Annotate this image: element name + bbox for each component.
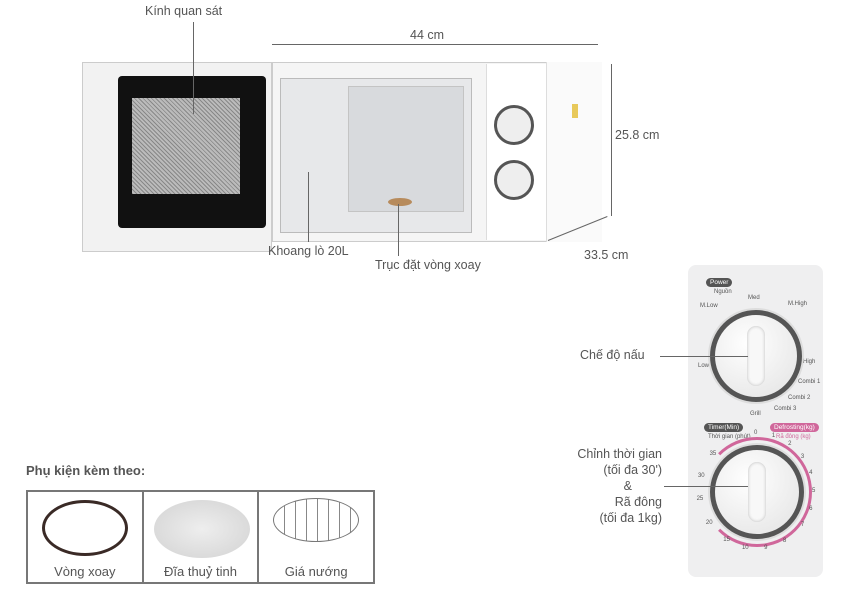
accessory-glass-plate: Đĩa thuỷ tinh (144, 492, 260, 582)
timer-tick-label: 0 (754, 430, 758, 436)
label-grill: Grill (750, 411, 761, 417)
control-panel-closeup: Power Nguồn M.Low Med M.High Low High Co… (688, 265, 823, 577)
label-low: Low (698, 363, 710, 369)
accessory-turntable-ring: Vòng xoay (28, 492, 144, 582)
timer-tick-label: 5 (812, 488, 816, 494)
timer-tick-label: 20 (705, 520, 713, 527)
timer-badge: Timer(Min) (704, 423, 744, 432)
timer-label-line4: Rã đông (614, 495, 662, 509)
timer-label-line3: & (623, 479, 632, 493)
timer-dial[interactable] (710, 445, 804, 539)
microwave-side (546, 62, 602, 242)
timer-pointer (664, 486, 748, 487)
accessories-table: Vòng xoay Đĩa thuỷ tinh Giá nướng (26, 490, 375, 584)
timer-tick-label: 4 (809, 470, 813, 477)
accessories-title: Phụ kiện kèm theo: (26, 463, 146, 478)
timer-tick-label: 1 (771, 432, 776, 439)
axis-pointer (398, 204, 399, 256)
mode-label: Chế độ nấu (580, 348, 645, 362)
cavity-pointer (308, 172, 309, 242)
timer-tick-label: 25 (696, 496, 704, 503)
timer-tick-label: 35 (709, 450, 717, 457)
timer-tick-label: 30 (697, 472, 705, 479)
cavity-label: Khoang lò 20L (268, 244, 349, 258)
label-combi1: Combi 1 (798, 379, 821, 385)
accessory-label: Đĩa thuỷ tinh (164, 564, 237, 579)
label-m-high: M.High (788, 301, 808, 307)
cavity-back-wall (348, 86, 464, 212)
power-badge: Power (706, 278, 733, 287)
rack-image (273, 498, 360, 542)
depth-label: 33.5 cm (584, 248, 629, 262)
timer-sub: Thời gian (phút) (708, 434, 751, 440)
timer-tick-label: 8 (783, 538, 787, 545)
timer-tick-label: 9 (764, 545, 768, 552)
width-dimension-line (272, 44, 598, 45)
plate-image (153, 500, 250, 558)
glass-pointer (193, 22, 194, 114)
timer-label-line5: (tối đa 1kg) (599, 511, 662, 525)
timer-label-line2: (tối đa 30') (603, 463, 662, 477)
label-high: High (803, 359, 816, 365)
defrost-sub: Rã đông (kg) (776, 434, 811, 440)
label-combi3: Combi 3 (774, 406, 797, 412)
timer-tick-label: 2 (788, 441, 792, 448)
label-combi2: Combi 2 (788, 395, 811, 401)
timer-knob (494, 160, 534, 200)
defrost-arc (702, 437, 812, 547)
accessory-label: Vòng xoay (54, 564, 116, 579)
label-med: Med (748, 295, 760, 301)
ring-image (42, 500, 128, 556)
mode-knob (494, 105, 534, 145)
defrost-badge: Defrosting(kg) (770, 423, 819, 432)
turntable-axis (388, 198, 412, 206)
glass-label: Kính quan sát (145, 4, 223, 18)
mode-pointer (660, 356, 748, 357)
door-glass (132, 98, 240, 194)
timer-tick-label: 15 (723, 537, 730, 544)
height-label: 25.8 cm (615, 128, 660, 142)
turntable-axis-label: Trục đặt vòng xoay (375, 258, 481, 272)
timer-tick-label: 10 (741, 544, 749, 551)
timer-label-line1: Chỉnh thời gian (577, 447, 662, 461)
accessory-label: Giá nướng (284, 564, 348, 579)
timer-label: Chỉnh thời gian (tối đa 30') & Rã đông (… (550, 446, 662, 526)
width-label: 44 cm (410, 28, 445, 42)
side-sticker (572, 104, 578, 118)
timer-tick-label: 6 (809, 505, 813, 512)
power-sub: Nguồn (714, 289, 732, 295)
timer-tick-label: 7 (800, 522, 805, 529)
control-panel (486, 64, 546, 240)
label-m-low: M.Low (700, 303, 718, 309)
accessory-grill-rack: Giá nướng (259, 492, 373, 582)
timer-tick-label: 3 (800, 453, 805, 460)
height-dimension-line (611, 64, 612, 216)
